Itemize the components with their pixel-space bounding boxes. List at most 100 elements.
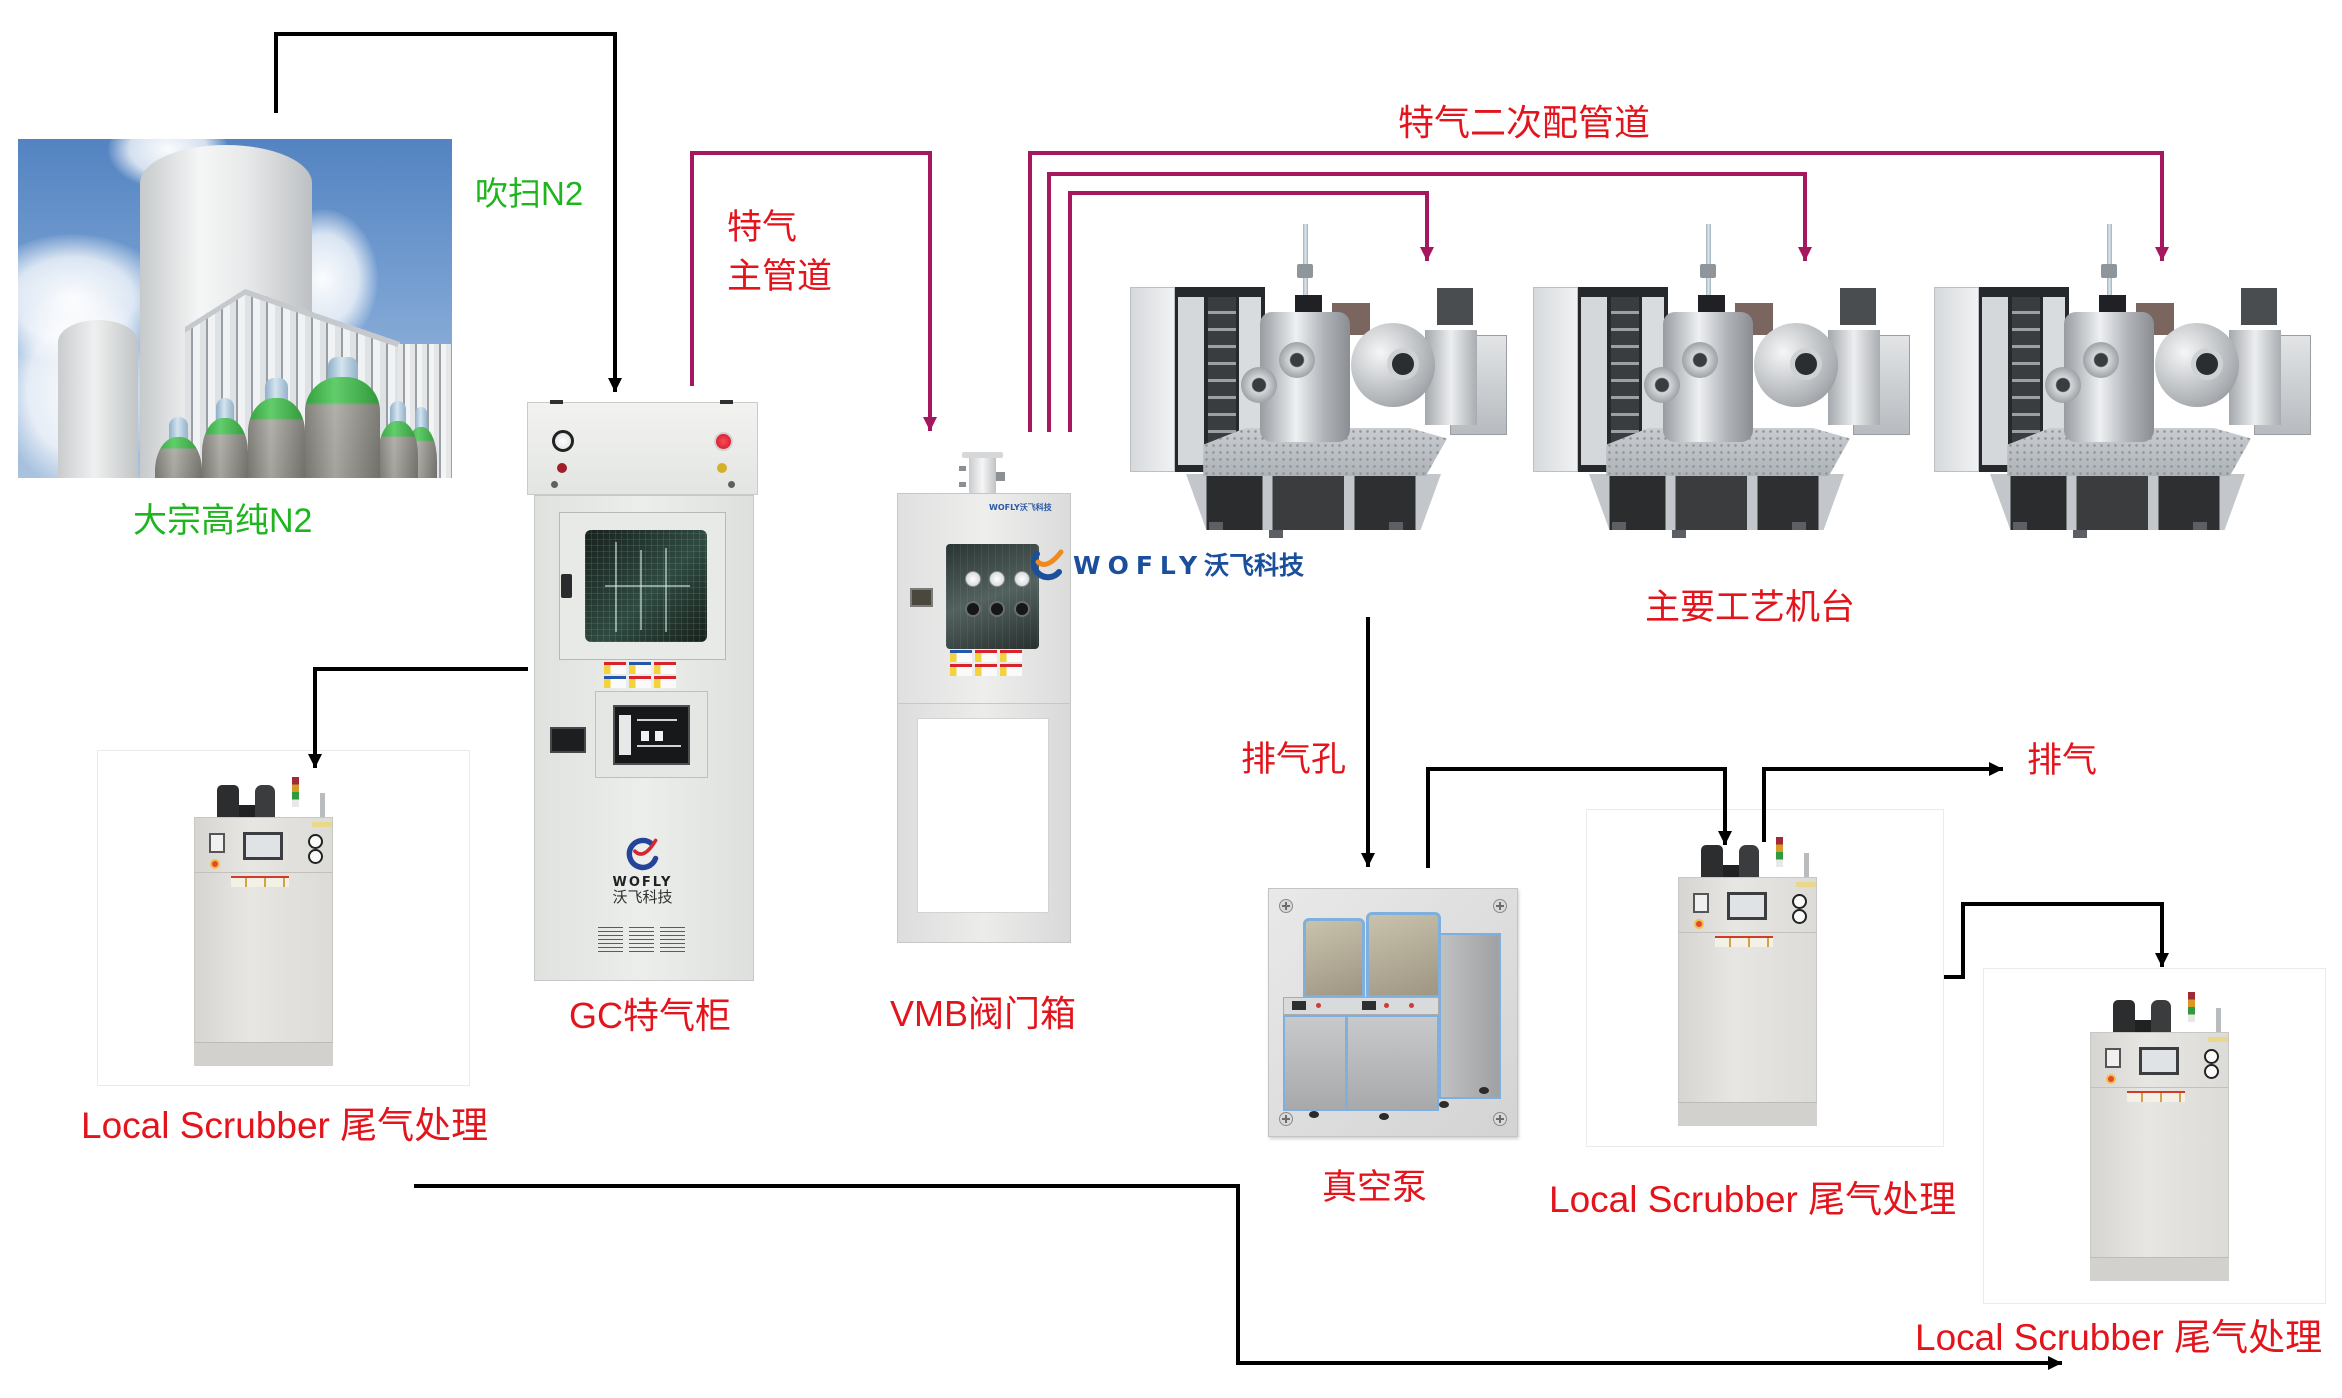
scrubber-inlet-valve (217, 785, 239, 817)
warning-stickers (1715, 936, 1773, 947)
pump-wheel (1379, 1113, 1389, 1120)
vmb-brand-badge: WOFLY沃飞科技 (989, 503, 1052, 512)
gc-window-glass (585, 530, 707, 642)
scrubber-flowmeter (1804, 853, 1809, 877)
scrubber-to-scrubber-line (1944, 902, 2169, 979)
valve-knob-icon (965, 601, 981, 617)
platform-foot (1672, 530, 1686, 538)
scrubber-middle (1678, 837, 1817, 1127)
scrubber-flowmeter (2216, 1008, 2221, 1032)
cylinder-body (378, 421, 418, 478)
main-pipe-label-line2: 主管道 (727, 257, 833, 296)
warning-sticker (629, 662, 651, 674)
rack-panel (1581, 297, 1607, 465)
vacuum-pump (1268, 888, 1518, 1137)
gc-gas-cabinet: WOFLY 沃飞科技 (527, 400, 758, 981)
top-valve (2101, 264, 2117, 278)
platform-foot (1389, 522, 1403, 530)
scrubber-flowmeter (320, 793, 325, 817)
gas-cylinder (378, 401, 418, 478)
vmb-label: VMB阀门箱 (890, 993, 1077, 1034)
exhaust-chimney (969, 456, 996, 493)
scrubber-inlet-valve (1701, 845, 1723, 877)
warning-sticker (1000, 664, 1022, 676)
screw-icon (1279, 899, 1293, 913)
wofly-logo-icon (1030, 549, 1064, 581)
scrubber-tag (1796, 882, 1816, 887)
warning-sticker (1000, 650, 1022, 662)
view-port (2191, 348, 2223, 380)
wofly-watermark: WOFLY 沃飞科技 (1025, 547, 1304, 583)
scrubber-touchscreen (243, 832, 283, 860)
screen-menu (619, 715, 631, 755)
bulk-n2-label: 大宗高纯N2 (133, 502, 313, 540)
screen-diagram (637, 719, 677, 721)
top-rod (2107, 224, 2112, 295)
chamber-flange (1279, 342, 1315, 378)
screw-icon (1493, 1112, 1507, 1126)
secondary-pipe-line-tool-3 (1028, 151, 2169, 432)
vacuum-pump-label: 真空泵 (1322, 1168, 1428, 1207)
touch-screen (613, 705, 690, 765)
main-pipe-label-line1: 特气 (727, 208, 798, 247)
vent-grille (598, 927, 623, 955)
scrubber-left (194, 777, 333, 1067)
purge-n2-label: 吹扫N2 (475, 175, 584, 212)
cylinder-cap (169, 417, 188, 443)
dark-box (1437, 288, 1473, 325)
screw-icon (728, 481, 735, 488)
gc-top-tab (720, 400, 733, 404)
watermark-brand-cn: 沃飞科技 (1204, 550, 1305, 580)
vent-grille (660, 927, 685, 955)
pump-trim (1345, 1017, 1348, 1109)
scrubber-right-label: Local Scrubber 尾气处理 (1915, 1317, 2323, 1358)
pump-indicator (1409, 1003, 1414, 1008)
warning-stickers (604, 662, 684, 688)
screen-block (655, 731, 663, 741)
top-valve (1297, 264, 1313, 278)
chimney-fitting (996, 472, 1005, 481)
scrubber-meter (209, 833, 225, 853)
control-rack-side (1934, 287, 1979, 472)
exhaust-port-label: 排气孔 (1241, 740, 1347, 779)
scrubber-meter (2105, 1048, 2121, 1068)
gc-brand-name-cn: 沃飞科技 (612, 888, 673, 906)
platform-foot (1269, 530, 1283, 538)
vmb-valve-box: WOFLY沃飞科技 (897, 452, 1071, 943)
warning-sticker (654, 662, 676, 674)
screw-icon (1493, 899, 1507, 913)
platform-base (1589, 474, 1844, 530)
scrubber-right (2090, 992, 2229, 1282)
pump-indicator (1316, 1003, 1321, 1008)
stack-light-icon (2188, 992, 2195, 1022)
warning-stickers (231, 876, 289, 887)
warning-sticker (950, 650, 972, 662)
scrubber-outlet-valve (255, 785, 275, 817)
platform-foot (2193, 522, 2207, 530)
control-rack-front (1175, 287, 1265, 472)
warning-sticker (629, 676, 651, 688)
control-rack-side (1130, 287, 1175, 472)
scrubber-divider (194, 872, 333, 873)
platform-base (1990, 474, 2245, 530)
chamber-flange (1644, 367, 1680, 403)
gc-to-scrubber-line (308, 667, 528, 768)
stack-light-icon (1776, 837, 1783, 867)
platform-foot (1209, 522, 1223, 530)
chimney-flange (962, 452, 1003, 458)
cylinder-body (305, 377, 380, 478)
scrubber-exhaust-line (1762, 762, 2003, 842)
scrubber-outlet-valve (1739, 845, 1759, 877)
process-tool-3 (1933, 222, 2328, 540)
screen-block (641, 731, 649, 741)
stack-light-icon (292, 777, 299, 807)
scrubber-inlet-valve (2113, 1000, 2135, 1032)
sticker-row (604, 662, 684, 674)
scrubber-base (194, 1042, 333, 1066)
cylinder-body (248, 398, 305, 478)
chimney-fitting (959, 466, 966, 471)
pressure-gauge-icon (1014, 571, 1030, 587)
pump-hood-left (1303, 918, 1365, 998)
valve-knob-icon (989, 601, 1005, 617)
